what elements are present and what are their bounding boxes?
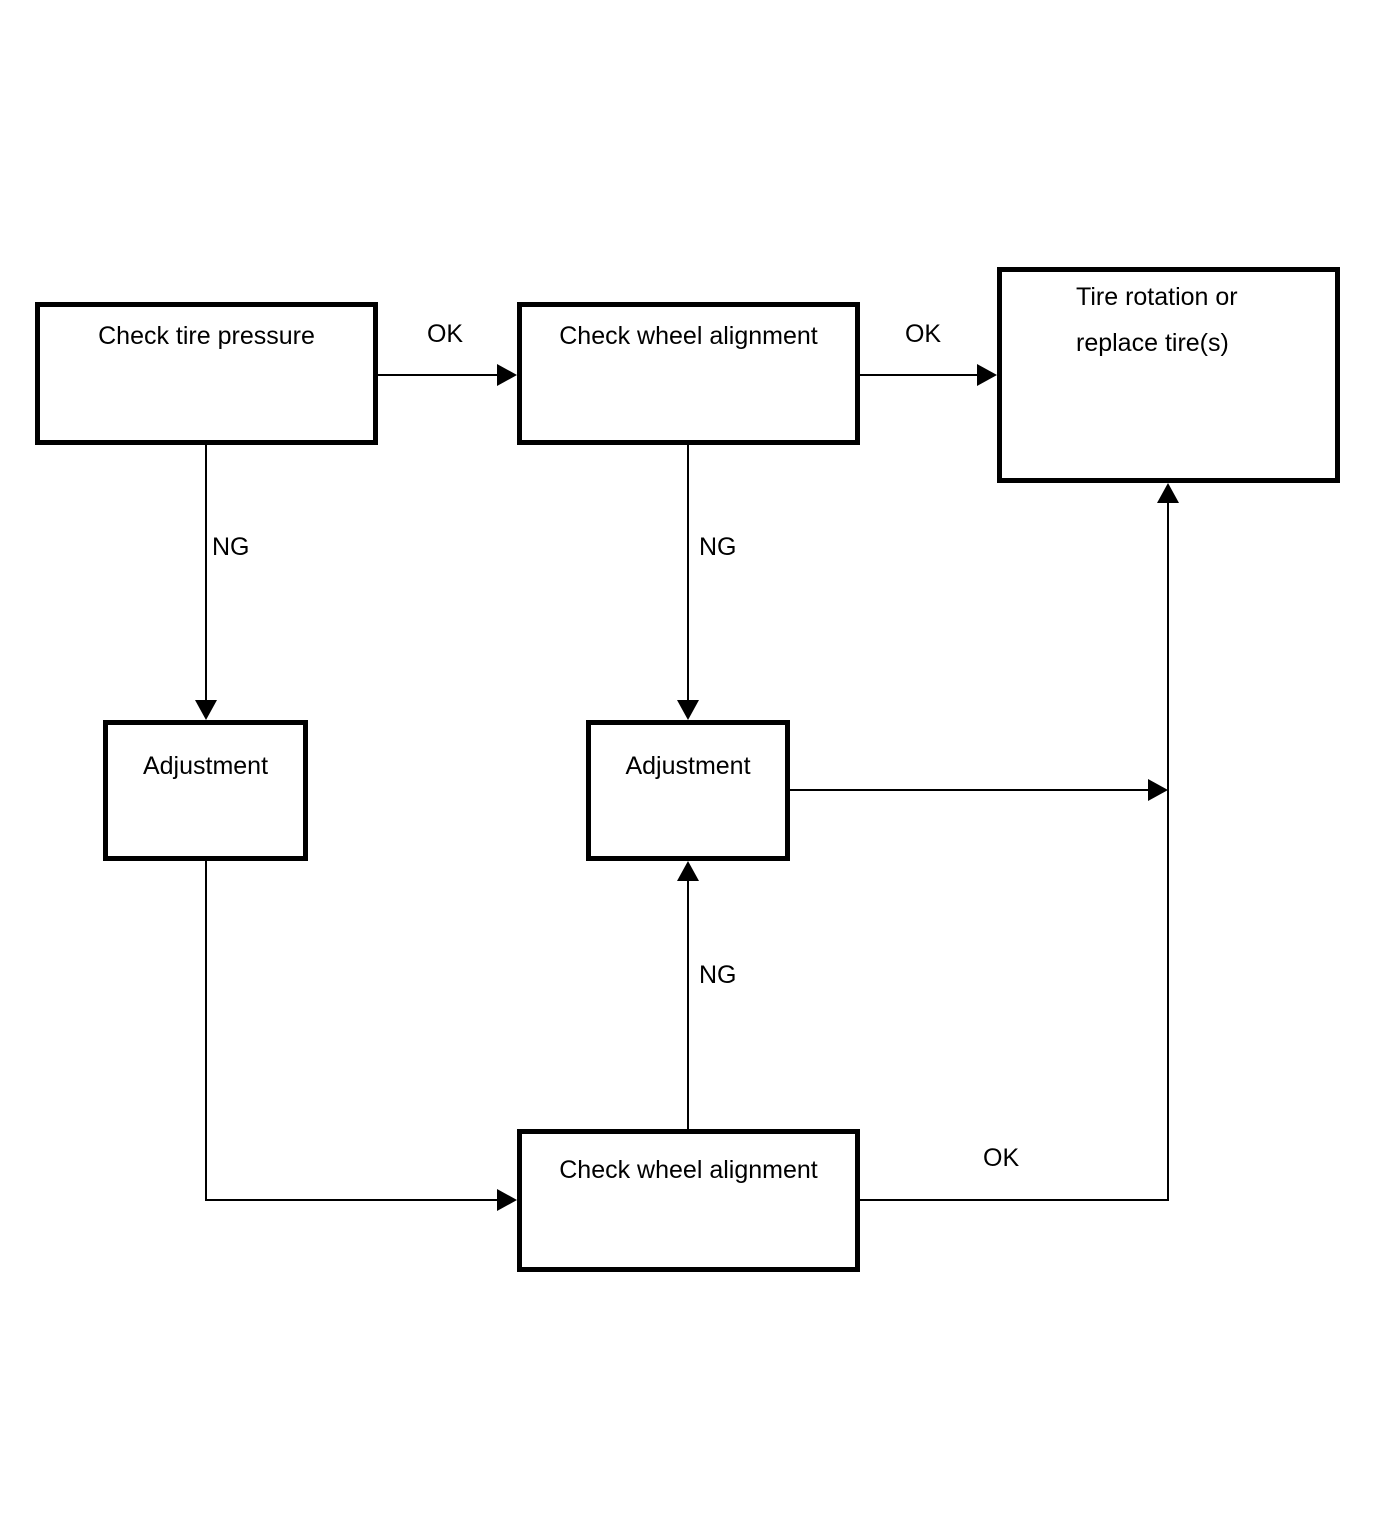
- arrowhead-right-icon: [1148, 779, 1168, 801]
- edge-adjustment-to-bottom-alignment-vline: [205, 861, 207, 1201]
- edge-bottom-alignment-to-adjustment-line: [687, 880, 689, 1129]
- edge-adjustment-to-bottom-alignment-hline: [205, 1199, 498, 1201]
- edge-adjustment-to-rotation-line: [790, 789, 1149, 791]
- arrowhead-right-icon: [497, 364, 517, 386]
- edge-bottom-alignment-to-rotation-hline: [860, 1199, 1169, 1201]
- node-label: Check wheel alignment: [559, 322, 818, 350]
- node-adjustment-left: Adjustment: [103, 720, 308, 861]
- edge-pressure-to-alignment-line: [378, 374, 498, 376]
- edge-label-ok: OK: [426, 320, 464, 348]
- node-label: Adjustment: [625, 752, 751, 780]
- arrowhead-up-icon: [677, 861, 699, 881]
- edge-label-ok: OK: [983, 1144, 1020, 1172]
- arrowhead-right-icon: [497, 1189, 517, 1211]
- node-label-line2: replace tire(s): [1076, 329, 1229, 357]
- edge-label-ng: NG: [699, 961, 737, 989]
- edge-bottom-alignment-to-rotation-vline: [1167, 502, 1169, 1201]
- edge-label-ok: OK: [904, 320, 942, 348]
- node-label: Check tire pressure: [98, 322, 315, 350]
- edge-alignment-to-adjustment-line: [687, 445, 689, 701]
- node-label-line1: Tire rotation or: [1076, 283, 1238, 311]
- node-label: Check wheel alignment: [559, 1156, 818, 1184]
- node-check-wheel-alignment-bottom: Check wheel alignment: [517, 1129, 860, 1272]
- edge-pressure-to-adjustment-line: [205, 445, 207, 701]
- node-label: Adjustment: [142, 752, 269, 780]
- node-check-wheel-alignment-top: Check wheel alignment: [517, 302, 860, 445]
- edge-label-ng: NG: [699, 533, 737, 561]
- node-check-tire-pressure: Check tire pressure: [35, 302, 378, 445]
- arrowhead-down-icon: [195, 700, 217, 720]
- edge-label-ng: NG: [212, 533, 250, 561]
- edge-alignment-to-rotation-line: [860, 374, 978, 376]
- arrowhead-right-icon: [977, 364, 997, 386]
- node-tire-rotation-or-replace: Tire rotation or replace tire(s): [997, 267, 1340, 483]
- arrowhead-down-icon: [677, 700, 699, 720]
- arrowhead-up-icon: [1157, 483, 1179, 503]
- node-adjustment-center: Adjustment: [586, 720, 790, 861]
